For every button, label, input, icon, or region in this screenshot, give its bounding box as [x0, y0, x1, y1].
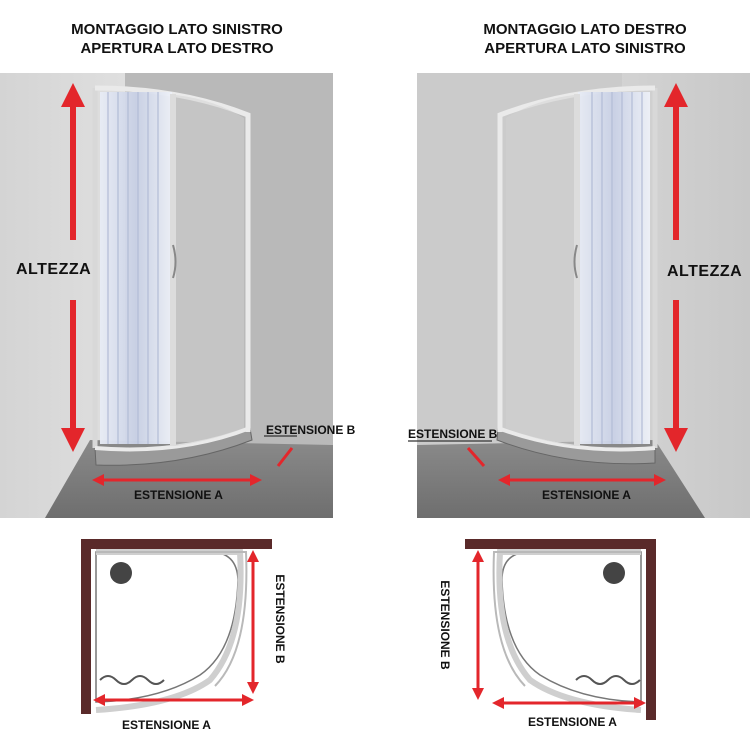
left-3d-view	[0, 73, 333, 518]
right-title-line1: MONTAGGIO LATO DESTRO	[483, 21, 687, 38]
right-ext-b-label: ESTENSIONE B	[408, 427, 498, 441]
right-plan-view	[465, 539, 656, 720]
left-title-line1: MONTAGGIO LATO SINISTRO	[71, 21, 283, 38]
left-ext-a-label: ESTENSIONE A	[134, 488, 223, 502]
left-title-line2: APERTURA LATO DESTRO	[80, 40, 274, 57]
right-ext-b-arrow	[466, 447, 486, 467]
right-3d-view	[408, 73, 750, 518]
right-plan-drain	[603, 562, 625, 584]
right-shower-enclosure	[497, 85, 658, 452]
left-ext-b-arrow	[276, 447, 294, 467]
left-plan-ext-a-label: ESTENSIONE A	[122, 718, 211, 732]
right-height-label: ALTEZZA	[667, 263, 743, 280]
left-plan-ext-b-label: ESTENSIONE B	[273, 574, 287, 664]
right-ext-a-label: ESTENSIONE A	[542, 488, 631, 502]
right-title-line2: APERTURA LATO SINISTRO	[484, 40, 686, 57]
right-plan-tray	[501, 551, 642, 703]
left-ext-b-label: ESTENSIONE B	[266, 423, 356, 437]
left-shower-enclosure	[92, 85, 251, 452]
left-plan-drain	[110, 562, 132, 584]
left-title: MONTAGGIO LATO SINISTRO APERTURA LATO DE…	[27, 20, 327, 58]
left-height-label: ALTEZZA	[16, 261, 92, 278]
left-plan-view	[81, 539, 272, 714]
right-plan-ext-a-label: ESTENSIONE A	[528, 715, 617, 729]
right-title: MONTAGGIO LATO DESTRO APERTURA LATO SINI…	[435, 20, 735, 58]
right-plan-ext-b-label: ESTENSIONE B	[438, 580, 452, 670]
